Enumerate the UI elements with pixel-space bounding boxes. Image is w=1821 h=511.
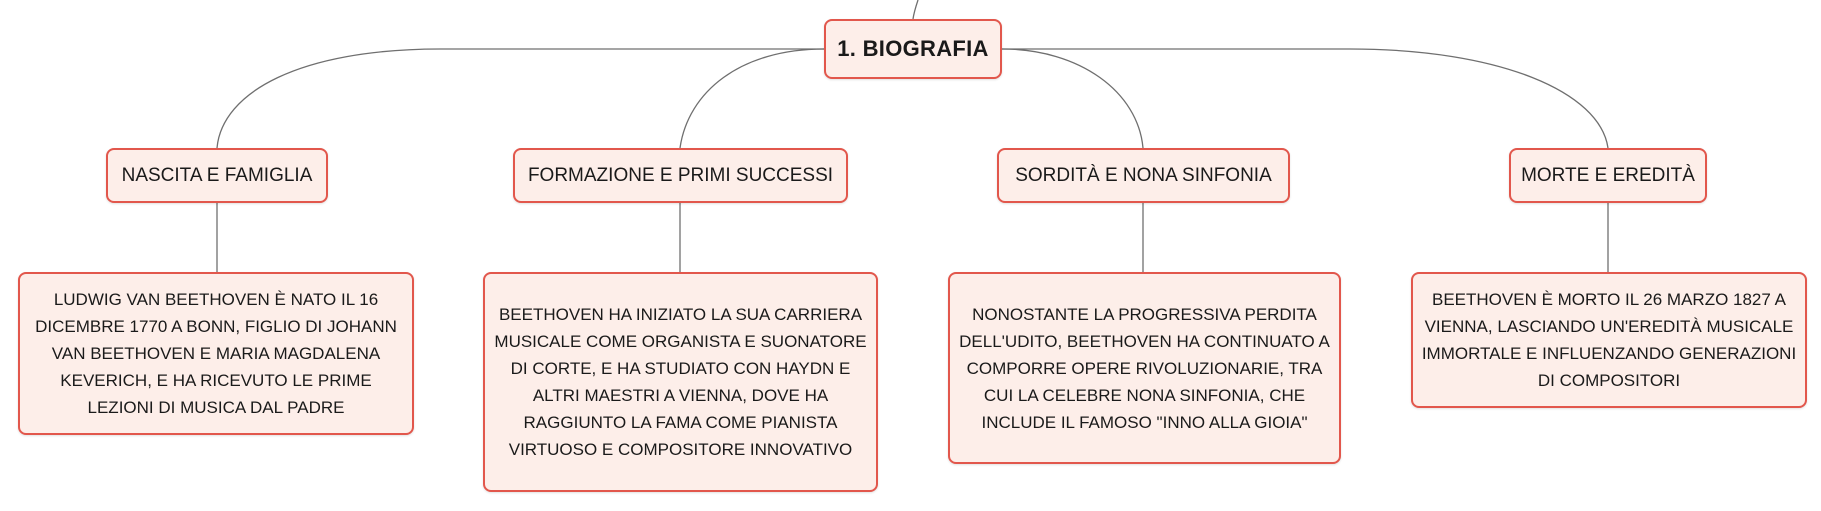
topic-formazione-e-primi-successi[interactable]: FORMAZIONE E PRIMI SUCCESSI — [513, 148, 848, 203]
topic-sordita-e-nona-sinfonia[interactable]: SORDITÀ E NONA SINFONIA — [997, 148, 1290, 203]
subtopic-text: NONOSTANTE LA PROGRESSIVA PERDITA DELL'U… — [959, 304, 1330, 432]
subtopic-text: BEETHOVEN HA INIZIATO LA SUA CARRIERA MU… — [494, 305, 867, 459]
subtopic-formazione-detail[interactable]: BEETHOVEN HA INIZIATO LA SUA CARRIERA MU… — [483, 272, 878, 492]
connector-root-to-branch-1 — [216, 48, 824, 149]
subtopic-sordita-detail[interactable]: NONOSTANTE LA PROGRESSIVA PERDITA DELL'U… — [948, 272, 1341, 464]
connector-root-to-branch-2 — [679, 48, 825, 149]
topic-label: MORTE E EREDITÀ — [1521, 164, 1695, 186]
root-topic[interactable]: 1. BIOGRAFIA — [824, 19, 1002, 79]
subtopic-text: LUDWIG VAN BEETHOVEN È NATO IL 16 DICEMB… — [35, 290, 397, 417]
topic-label: FORMAZIONE E PRIMI SUCCESSI — [527, 164, 834, 186]
topic-label: SORDITÀ E NONA SINFONIA — [1015, 164, 1272, 186]
connector-root-to-branch-3 — [1001, 48, 1144, 149]
connector-root-to-branch-4 — [1002, 48, 1609, 149]
subtopic-text: BEETHOVEN È MORTO IL 26 MARZO 1827 A VIE… — [1421, 290, 1797, 390]
subtopic-morte-detail[interactable]: BEETHOVEN È MORTO IL 26 MARZO 1827 A VIE… — [1411, 272, 1807, 408]
topic-morte-e-eredita[interactable]: MORTE E EREDITÀ — [1509, 148, 1707, 203]
topic-label: NASCITA E FAMIGLIA — [121, 164, 313, 186]
root-topic-label: 1. BIOGRAFIA — [837, 36, 989, 61]
connector-root-parent — [912, 0, 919, 20]
topic-nascita-e-famiglia[interactable]: NASCITA E FAMIGLIA — [106, 148, 328, 203]
subtopic-nascita-detail[interactable]: LUDWIG VAN BEETHOVEN È NATO IL 16 DICEMB… — [18, 272, 414, 435]
